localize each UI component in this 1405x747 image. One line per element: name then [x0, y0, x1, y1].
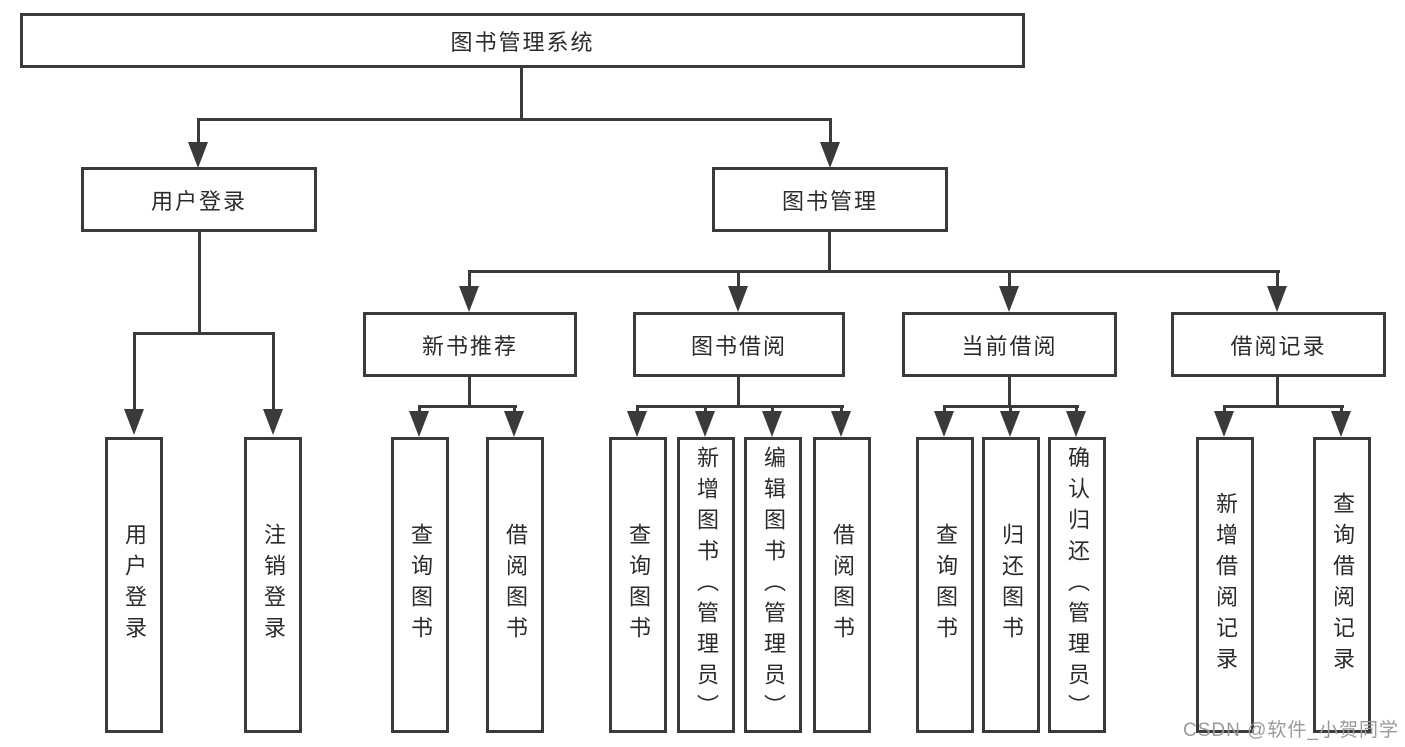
- node-book-management: 图书管理: [712, 167, 948, 232]
- connector-drop: [840, 405, 843, 413]
- connector-drop-current-borrow: [1008, 270, 1011, 286]
- node-user-login: 用户登录: [81, 167, 317, 232]
- connector-drop-user-login: [197, 118, 200, 144]
- node-borrow-records: 借阅记录: [1171, 312, 1386, 377]
- leaf-borrow-books: 借阅图书: [486, 437, 544, 733]
- connector-drop: [1075, 405, 1078, 413]
- node-library-management-system: 图书管理系统: [20, 13, 1025, 68]
- arrow-down-icon: [695, 411, 715, 437]
- connector-drop-new-book: [468, 270, 471, 286]
- connector-drop-login: [133, 332, 136, 411]
- connector-new-book-branch: [418, 405, 517, 408]
- leaf-query-books: 查询图书: [916, 437, 974, 733]
- arrow-down-icon: [1066, 411, 1086, 437]
- connector-drop: [1223, 405, 1226, 413]
- leaf-confirm-return-admin: 确认归还（管理员）: [1048, 437, 1106, 733]
- connector-drop-logout: [272, 332, 275, 411]
- arrow-down-icon: [999, 286, 1019, 312]
- connector-root-stem: [520, 68, 523, 120]
- arrow-down-icon: [1214, 411, 1234, 437]
- node-book-borrow: 图书借阅: [633, 312, 845, 377]
- leaf-add-books-admin: 新增图书（管理员）: [677, 437, 735, 733]
- arrow-down-icon: [188, 142, 208, 168]
- leaf-query-borrow-record: 查询借阅记录: [1313, 437, 1371, 733]
- leaf-edit-books-admin: 编辑图书（管理员）: [744, 437, 802, 733]
- node-current-borrow: 当前借阅: [902, 312, 1117, 377]
- arrow-down-icon: [1331, 411, 1351, 437]
- leaf-logout: 注销登录: [244, 437, 302, 733]
- leaf-borrow-books: 借阅图书: [813, 437, 871, 733]
- arrow-down-icon: [459, 286, 479, 312]
- connector-book-management-stem: [828, 232, 831, 272]
- arrow-down-icon: [934, 411, 954, 437]
- arrow-down-icon: [504, 411, 524, 437]
- connector-root-branch: [197, 118, 832, 121]
- arrow-down-icon: [409, 411, 429, 437]
- arrow-down-icon: [1267, 286, 1287, 312]
- watermark: CSDN @软件_小贺同学: [1183, 720, 1399, 741]
- connector-drop-borrow-records: [1276, 270, 1279, 286]
- connector-drop-book-management: [829, 118, 832, 144]
- leaf-user-login: 用户登录: [105, 437, 163, 733]
- arrow-down-icon: [263, 409, 283, 435]
- connector-drop: [1340, 405, 1343, 413]
- leaf-query-books: 查询图书: [609, 437, 667, 733]
- connector-drop: [636, 405, 639, 413]
- leaf-query-books: 查询图书: [391, 437, 449, 733]
- arrow-down-icon: [1000, 411, 1020, 437]
- arrow-down-icon: [820, 142, 840, 168]
- connector-drop: [704, 405, 707, 413]
- connector-borrow-records-stem: [1276, 377, 1279, 407]
- node-new-book-recommend: 新书推荐: [363, 312, 577, 377]
- connector-drop: [1009, 405, 1012, 413]
- connector-borrow-records-branch: [1223, 405, 1344, 408]
- connector-drop: [943, 405, 946, 413]
- leaf-return-books: 归还图书: [982, 437, 1040, 733]
- connector-current-borrow-stem: [1008, 377, 1011, 407]
- arrow-down-icon: [762, 411, 782, 437]
- connector-drop: [771, 405, 774, 413]
- arrow-down-icon: [124, 409, 144, 435]
- connector-book-borrow-branch: [636, 405, 844, 408]
- connector-book-borrow-stem: [737, 377, 740, 407]
- arrow-down-icon: [728, 286, 748, 312]
- arrow-down-icon: [831, 411, 851, 437]
- connector-drop: [513, 405, 516, 413]
- arrow-down-icon: [627, 411, 647, 437]
- connector-drop: [418, 405, 421, 413]
- connector-drop-book-borrow: [737, 270, 740, 286]
- connector-user-login-branch: [133, 332, 275, 335]
- leaf-add-borrow-record: 新增借阅记录: [1196, 437, 1254, 733]
- connector-new-book-stem: [468, 377, 471, 407]
- connector-user-login-stem: [198, 232, 201, 334]
- connector-book-management-branch: [468, 270, 1280, 273]
